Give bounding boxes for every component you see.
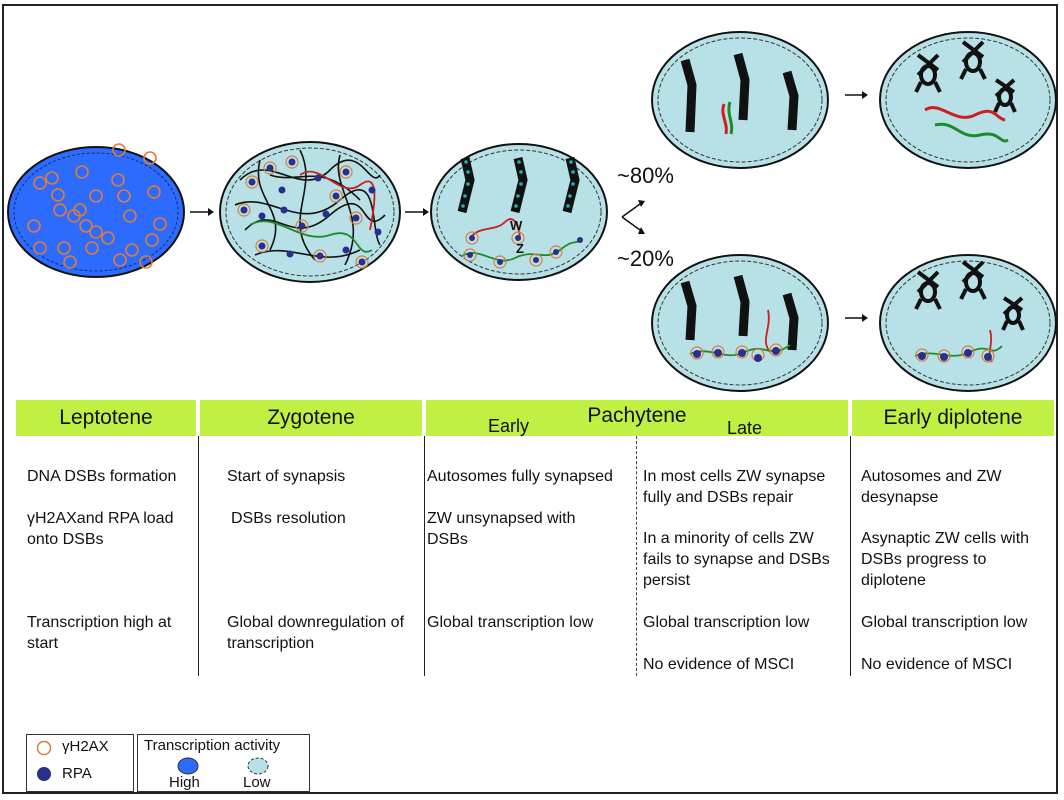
label-z: Z <box>516 241 524 256</box>
zygotene-row-1: Start of synapsis <box>227 468 346 485</box>
pachytene-early-row-1: Autosomes fully synapsed <box>427 468 613 485</box>
stage-label-pachytene: Pachytene <box>587 404 687 427</box>
stage-header-pachytene: Pachytene <box>426 400 848 436</box>
col-divider-pachytene <box>636 436 637 676</box>
gamma-h2ax-foci-zygotene <box>237 155 369 269</box>
col-divider-2 <box>424 436 425 676</box>
chromosome-w-synapsed <box>721 103 728 135</box>
legend-transcription <box>137 734 310 792</box>
chromosome-w-early-pachytene <box>469 218 521 241</box>
leptotene-row-2: γH2AXand RPA load onto DSBs <box>27 510 174 548</box>
substage-early: Early <box>488 416 530 436</box>
stage-header-leptotene: Leptotene <box>16 400 196 436</box>
legend-transcription-title: Transcription activity <box>144 737 281 754</box>
diplotene-row-2: Asynaptic ZW cells with DSBs progress to… <box>861 530 1030 589</box>
legend-high-label: High <box>169 774 200 791</box>
zygotene-row-2: DSBs resolution <box>231 510 346 527</box>
zygotene-row-3: Global downregulation of transcription <box>227 614 405 652</box>
synapsed-autosomes <box>457 157 580 214</box>
nucleus-zygotene <box>219 141 401 283</box>
stage-label-early-diplotene: Early diplotene <box>883 406 1023 429</box>
pachytene-early-row-2: ZW unsynapsed with DSBs <box>427 510 576 548</box>
nucleus-leptotene <box>7 143 185 278</box>
substage-late: Late <box>727 418 763 438</box>
legend-gamma-h2ax-icon <box>36 740 52 756</box>
diplotene-row-1: Autosomes and ZW desynapse <box>861 468 1002 506</box>
gamma-h2ax-foci <box>27 143 167 269</box>
branch-arrows <box>621 200 645 234</box>
legend-low-label: Low <box>243 774 271 791</box>
nucleus-diplotene-top <box>879 31 1057 169</box>
legend-high-icon <box>177 757 199 775</box>
percent-synapsed: ~80% <box>617 163 674 188</box>
pachytene-late-row-2: In a minority of cells ZW fails to synap… <box>643 530 830 589</box>
nucleus-late-pachytene-synapsed <box>651 31 829 169</box>
pachytene-late-row-4: No evidence of MSCI <box>643 656 795 673</box>
axis-spots <box>461 160 575 208</box>
legend-rpa-icon <box>37 767 51 781</box>
legend-low-icon <box>247 757 269 775</box>
arrow-lepto-to-zygo <box>190 208 214 216</box>
stage-header-zygotene: Zygotene <box>200 400 422 436</box>
legend-markers <box>26 734 134 792</box>
legend-rpa-label: RPA <box>62 765 92 782</box>
chromosome-w-asynaptic <box>765 309 771 353</box>
chromosome-w-zygotene <box>299 170 376 231</box>
label-w: W <box>510 218 523 233</box>
rpa-foci-early-pachytene <box>463 231 583 269</box>
chromosome-z-synapsed <box>727 101 734 135</box>
diplotene-row-4: No evidence of MSCI <box>861 656 1013 673</box>
figure-frame <box>2 4 1058 794</box>
chromosome-w-desynapsed <box>924 106 1006 122</box>
chromosome-z-zygotene <box>249 220 373 253</box>
pachytene-early-row-3: Global transcription low <box>427 614 594 631</box>
rpa-foci-zygotene <box>240 158 382 266</box>
pachytene-late-row-1: In most cells ZW synapse fully and DSBs … <box>643 468 826 506</box>
chromatin-tangle <box>234 149 386 266</box>
nucleus-early-pachytene: W Z <box>430 143 608 281</box>
diplotene-row-3: Global transcription low <box>861 614 1028 631</box>
stage-label-zygotene: Zygotene <box>267 406 355 429</box>
arrow-top-to-diplotene <box>845 91 868 99</box>
leptotene-row-3: Transcription high at start <box>27 614 172 652</box>
nucleus-diplotene-bottom <box>879 254 1057 392</box>
stage-label-leptotene: Leptotene <box>59 406 153 429</box>
chromosome-z-desynapsed <box>934 122 1009 143</box>
leptotene-row-1: DNA DSBs formation <box>27 468 177 485</box>
col-divider-1 <box>198 436 199 676</box>
meiosis-diagram: W Z <box>7 31 1057 392</box>
arrow-bottom-to-diplotene <box>845 314 868 322</box>
pachytene-late-row-3: Global transcription low <box>643 614 810 631</box>
arrow-zygo-to-pachy <box>405 208 429 216</box>
legend-gamma-h2ax-label: γH2AX <box>62 738 109 755</box>
col-divider-3 <box>850 436 851 676</box>
percent-asynaptic: ~20% <box>617 246 674 271</box>
stage-header-early-diplotene: Early diplotene <box>852 400 1054 436</box>
nucleus-late-pachytene-asynaptic <box>651 254 829 392</box>
